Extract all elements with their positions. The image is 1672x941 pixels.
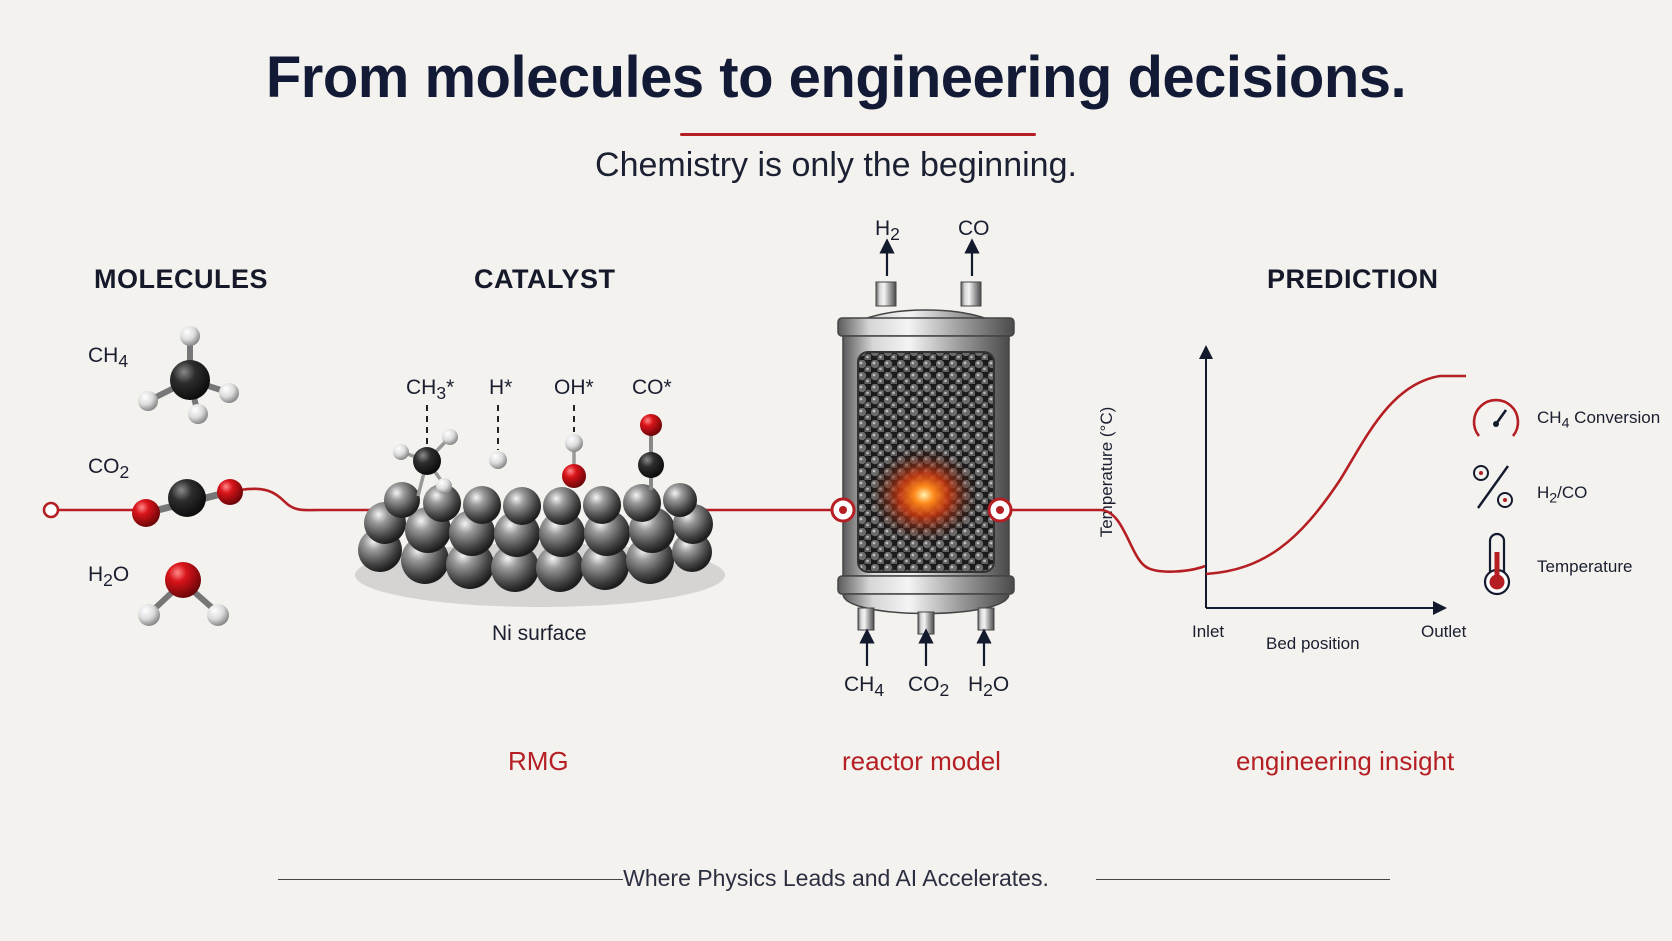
outlet-label-h2: H2 [875,217,900,245]
h2o-molecule [138,562,229,626]
adsorbate-label-co: CO* [632,376,672,399]
temperature-curve [1205,374,1466,576]
plot-inlet-label: Inlet [1192,622,1225,641]
adsorbate-label-ch3: CH3* [406,376,455,404]
plot-outlet-label: Outlet [1421,622,1467,641]
flow-line [42,487,1206,573]
page-subtitle: Chemistry is only the beginning. [595,146,1077,184]
section-heading-prediction: PREDICTION [1267,264,1439,294]
oh-adsorbate-h [565,434,583,452]
temperature-profile-plot [1199,345,1466,615]
thermometer-icon [1483,532,1511,596]
co2-molecule [132,479,243,527]
inlet-label-ch4: CH4 [844,673,885,701]
metric-temperature: Temperature [1537,557,1633,576]
footer-tagline: Where Physics Leads and AI Accelerates. [623,865,1049,891]
surface-label: Ni surface [492,622,587,645]
stage-label-engineering-insight: engineering insight [1236,746,1455,776]
outlet-label-co: CO [958,217,990,240]
metric-h2-co: H2/CO [1537,483,1588,507]
section-heading-molecules: MOLECULES [94,264,269,294]
footer-rule-left [278,879,623,880]
stage-label-reactor-model: reactor model [842,746,1001,776]
molecule-label-ch4: CH4 [88,344,129,372]
ni-surface [355,405,725,607]
molecule-label-h2o: H2O [88,563,130,591]
page-title: From molecules to engineering decisions. [265,45,1407,110]
gas-flow-arrows [859,238,992,666]
inlet-label-h2o: H2O [968,673,1010,701]
footer-rule-right [1096,879,1390,880]
section-heading-catalyst: CATALYST [474,264,616,294]
inlet-label-co2: CO2 [908,673,950,701]
adsorbate-label-oh: OH* [554,376,594,399]
co-adsorbate-c [638,452,664,478]
metric-ch4-conversion: CH4 Conversion [1537,408,1661,432]
reactor-vessel [830,281,1015,635]
title-underline [680,133,1036,136]
oh-adsorbate-o [562,464,586,488]
ratio-icon [1473,465,1513,509]
adsorbate-label-h: H* [489,376,513,399]
stage-label-rmg: RMG [508,746,569,776]
co-adsorbate-o [640,414,662,436]
ch4-molecule [138,326,239,424]
gauge-icon [1472,398,1520,437]
molecule-label-co2: CO2 [88,455,130,483]
h-adsorbate [489,451,507,469]
plot-xlabel: Bed position [1266,634,1360,653]
